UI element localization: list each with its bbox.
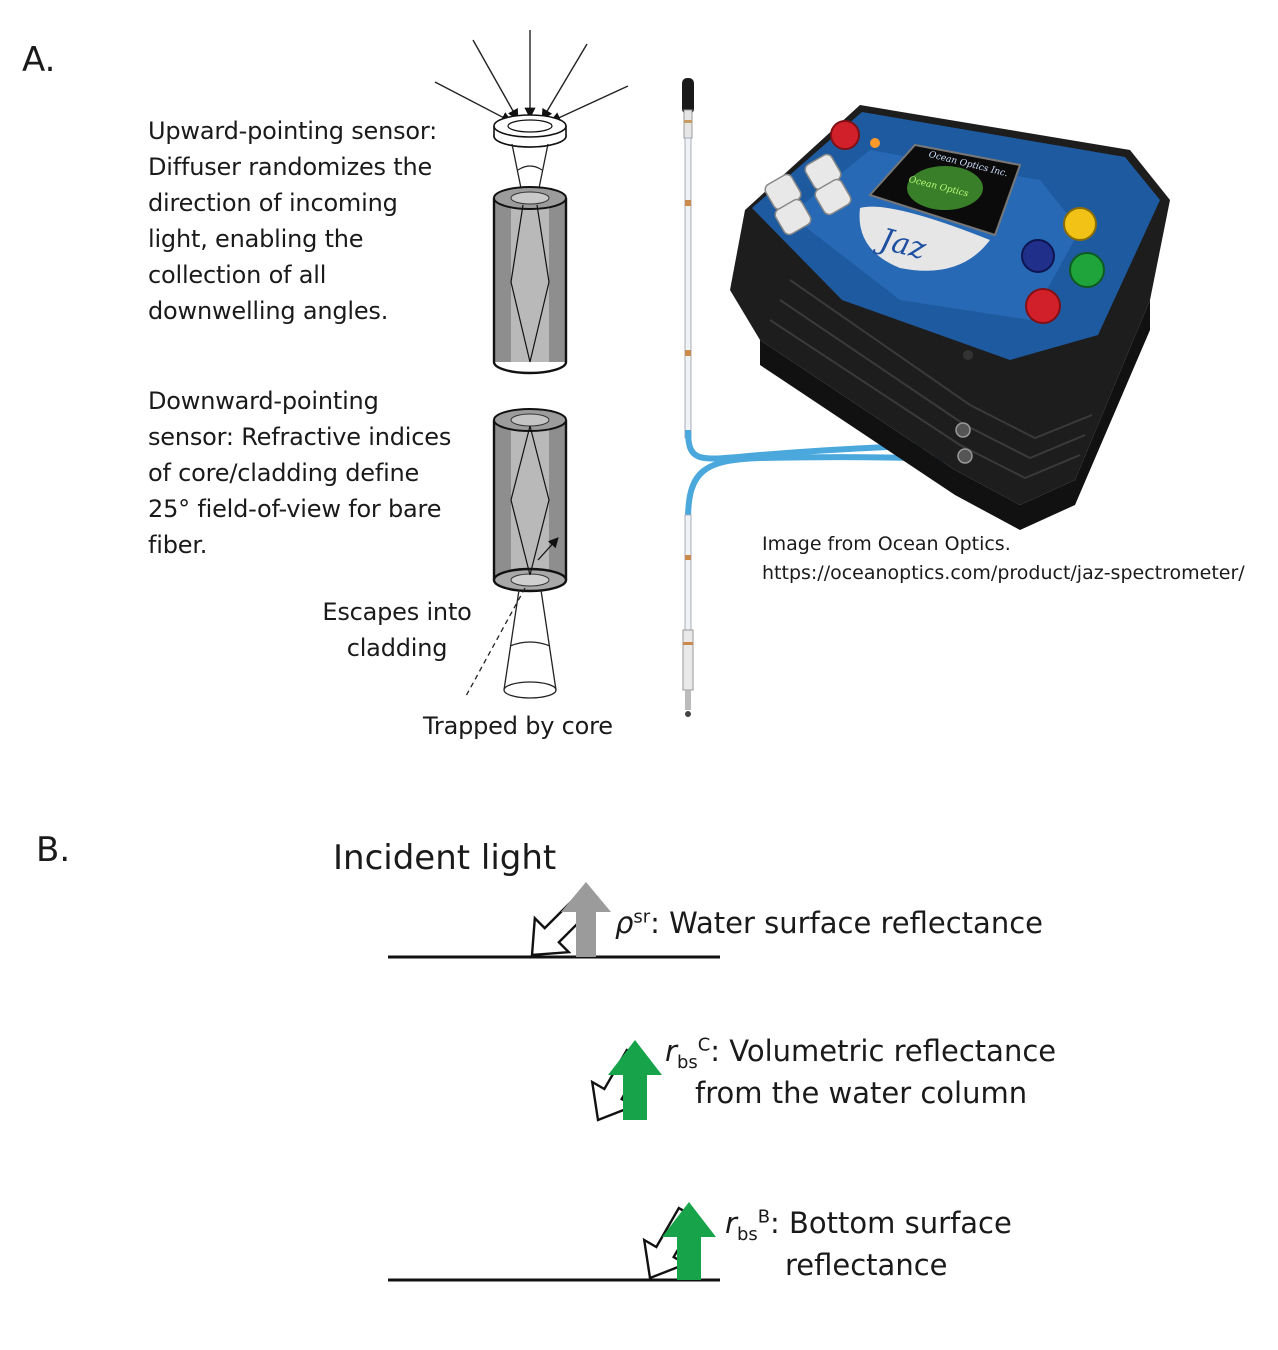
downward-line-3: of core/cladding define xyxy=(148,459,420,487)
escapes-line-1: Escapes into xyxy=(322,598,472,626)
upward-line-6: downwelling angles. xyxy=(148,297,389,325)
upward-line-5: collection of all xyxy=(148,261,327,289)
column-reflectance-arrow xyxy=(608,1040,662,1120)
upward-sensor-description: Upward-pointing sensor: Diffuser randomi… xyxy=(148,113,488,329)
incident-arrow-bottom xyxy=(642,1206,698,1280)
upward-line-4: light, enabling the xyxy=(148,225,364,253)
escapes-label: Escapes into cladding xyxy=(312,594,482,666)
credit-line-2: https://oceanoptics.com/product/jaz-spec… xyxy=(762,562,1245,584)
surface-reflectance-label: ρsr: Water surface reflectance xyxy=(615,902,1043,944)
trapped-label: Trapped by core xyxy=(423,712,613,740)
image-credit: Image from Ocean Optics. https://oceanop… xyxy=(762,530,1245,588)
escapes-line-2: cladding xyxy=(346,634,448,662)
b-superscript: B xyxy=(757,1206,771,1228)
column-reflectance-label-line2: from the water column xyxy=(695,1076,1028,1110)
credit-line-1: Image from Ocean Optics. xyxy=(762,533,1011,555)
device-brand-label: Ocean Optics Inc. xyxy=(927,150,1009,180)
bs-subscript-bottom: bs xyxy=(736,1223,758,1245)
bottom-reflectance-label-line2: reflectance xyxy=(785,1248,948,1282)
upward-line-1: Upward-pointing sensor: xyxy=(148,117,438,145)
device-model-label: Jaz xyxy=(876,222,930,268)
upper-fiber-cylinder xyxy=(492,186,568,375)
jaz-spectrometer-device xyxy=(682,78,1170,717)
column-text: : Volumetric reflectance xyxy=(710,1034,1057,1068)
upward-line-2: Diffuser randomizes the xyxy=(148,153,433,181)
c-superscript: C xyxy=(697,1034,711,1056)
bs-subscript-column: bs xyxy=(676,1051,698,1073)
incident-arrow-surface xyxy=(530,895,592,957)
r-symbol-column: r xyxy=(665,1034,677,1068)
lower-fiber-cylinder xyxy=(492,408,568,593)
panel-b-label: B. xyxy=(36,830,71,870)
downward-line-5: fiber. xyxy=(148,531,208,559)
incoming-rays xyxy=(434,30,629,123)
panel-a-label: A. xyxy=(22,40,56,80)
diffuser-disc xyxy=(493,114,567,148)
surface-reflectance-arrow xyxy=(561,882,611,957)
incident-arrow-column xyxy=(590,1048,646,1122)
rho-symbol: ρ xyxy=(615,906,634,940)
incident-light-label: Incident light xyxy=(333,838,557,878)
downward-line-2: sensor: Refractive indices xyxy=(148,423,452,451)
downward-line-1: Downward-pointing xyxy=(148,387,379,415)
bottom-text: : Bottom surface xyxy=(770,1206,1012,1240)
device-screen-label: Ocean Optics xyxy=(907,175,970,200)
surface-text: : Water surface reflectance xyxy=(650,906,1043,940)
diffuser-cone xyxy=(511,143,549,199)
bottom-reflectance-arrow xyxy=(662,1202,716,1280)
upward-line-3: direction of incoming xyxy=(148,189,398,217)
column-reflectance-label: rbsC: Volumetric reflectance xyxy=(665,1030,1056,1072)
sr-superscript: sr xyxy=(633,906,651,928)
bottom-reflectance-label: rbsB: Bottom surface xyxy=(725,1202,1012,1244)
r-symbol-bottom: r xyxy=(725,1206,737,1240)
downward-line-4: 25° field-of-view for bare xyxy=(148,495,442,523)
downward-sensor-description: Downward-pointing sensor: Refractive ind… xyxy=(148,383,488,563)
